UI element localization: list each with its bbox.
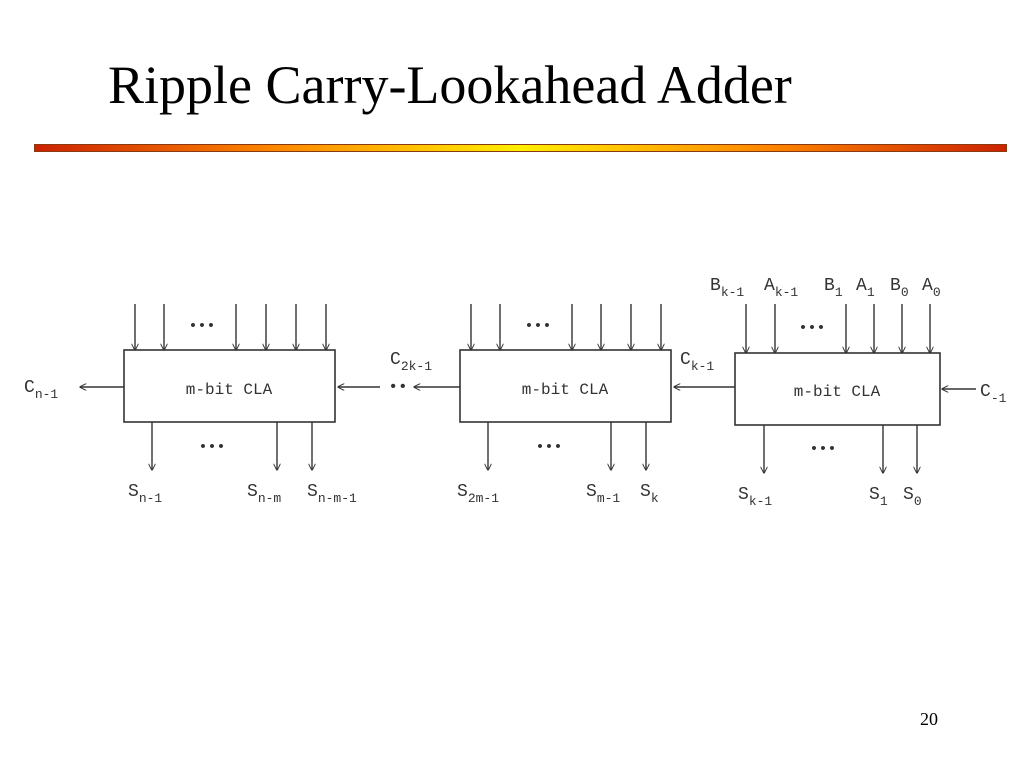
- cla-block-3: m-bit CLA: [734, 352, 941, 426]
- cla-block-3-label: m-bit CLA: [794, 383, 881, 401]
- input-ellipsis: •••: [188, 318, 215, 335]
- cla-block-1-input-arrows: [135, 304, 326, 350]
- cla-block-1: m-bit CLA: [123, 349, 336, 423]
- slide-title: Ripple Carry-Lookahead Adder: [108, 55, 792, 115]
- sum-label: S1: [869, 485, 888, 509]
- input-label: A0: [922, 276, 941, 300]
- cla-block-2-label: m-bit CLA: [522, 381, 609, 399]
- input-label: B1: [824, 276, 843, 300]
- carry-out-label: C2k-1: [390, 350, 432, 374]
- cla-block-1-box: [123, 349, 336, 423]
- sum-label: Sk: [640, 482, 659, 506]
- carry-out-label: Cn-1: [24, 378, 58, 402]
- input-ellipsis: •••: [798, 320, 825, 337]
- output-ellipsis: •••: [535, 439, 562, 456]
- cla-block-2-input-arrows: [471, 304, 661, 350]
- carry-ellipsis: ••: [388, 378, 407, 396]
- sum-label: S2m-1: [457, 482, 499, 506]
- page-number: 20: [920, 709, 938, 729]
- sum-label: Sn-m: [247, 482, 281, 506]
- cla-block-2: m-bit CLA: [459, 349, 672, 423]
- cla-block-3-input-arrows: [746, 304, 930, 353]
- sum-label: Sk-1: [738, 485, 772, 509]
- sum-label: Sn-m-1: [307, 482, 357, 506]
- input-ellipsis: •••: [524, 318, 551, 335]
- cla-block-2-box: [459, 349, 672, 423]
- sum-label: S0: [903, 485, 922, 509]
- cla-block-1-label: m-bit CLA: [186, 381, 273, 399]
- sum-label: Sm-1: [586, 482, 620, 506]
- output-ellipsis: •••: [198, 439, 225, 456]
- cla-block-2-output-arrows: [488, 422, 646, 470]
- input-label: Ak-1: [764, 276, 798, 300]
- cla-block-1-output-arrows: [152, 422, 312, 470]
- output-ellipsis: •••: [809, 441, 836, 458]
- title-underline-bar: [34, 144, 1007, 152]
- input-label: Bk-1: [710, 276, 744, 300]
- carry-out-label: Ck-1: [680, 350, 714, 374]
- sum-label: Sn-1: [128, 482, 162, 506]
- input-label: B0: [890, 276, 909, 300]
- cla-block-3-output-arrows: [764, 425, 917, 473]
- input-label: A1: [856, 276, 875, 300]
- cla-block-3-box: [734, 352, 941, 426]
- carry-in-label: C-1: [980, 382, 1007, 406]
